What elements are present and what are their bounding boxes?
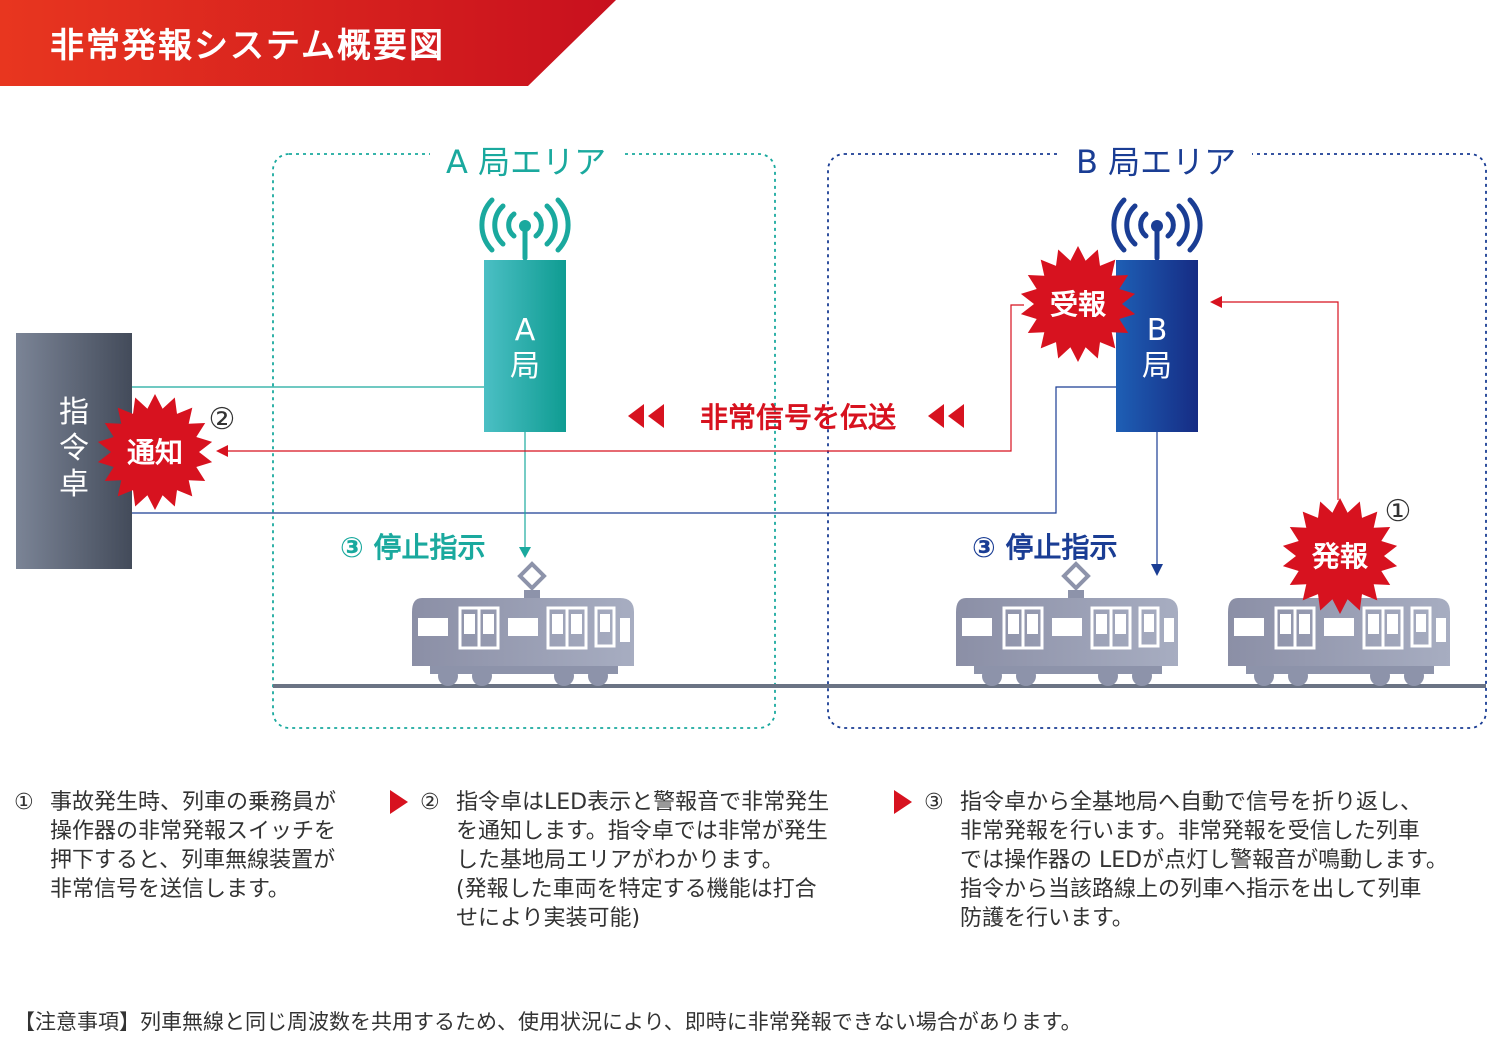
stop-instruction-b: ③ 停止指示	[972, 531, 1117, 564]
antenna-a-icon	[479, 197, 571, 261]
station-a-label-bottom: 局	[510, 349, 540, 384]
step-2-line-1: 指令卓はLED表示と警報音で非常発生	[456, 790, 830, 815]
step-3-line-3: では操作器の LEDが点灯し警報音が鳴動します。	[960, 848, 1448, 873]
step-3-line-1: 指令卓から全基地局へ自動で信号を折り返し、	[960, 790, 1423, 815]
station-b	[1116, 260, 1198, 432]
step-2-line-4: (発報した車両を特定する機能は打合	[456, 877, 817, 902]
step-1-line-3: 押下すると、列車無線装置が	[50, 848, 336, 873]
step-1-line-4: 非常信号を送信します。	[50, 877, 290, 902]
antenna-b-icon	[1111, 197, 1203, 261]
signal-arrows-left-icon	[628, 404, 664, 428]
dispatcher-label-1: 指	[59, 395, 89, 430]
train-a	[410, 562, 636, 688]
dispatcher-label-3: 卓	[59, 467, 89, 502]
burst-notify-icon	[97, 394, 213, 510]
page-title: 非常発報システム概要図	[50, 26, 445, 66]
caution-note: 【注意事項】列車無線と同じ周波数を共用するため、使用状況により、即時に非常発報で…	[14, 1010, 1082, 1034]
badge-alarm: 発報	[1311, 540, 1369, 573]
station-b-label-top: B	[1147, 313, 1168, 348]
step-3: ③ 指令卓から全基地局へ自動で信号を折り返し、 非常発報を行います。非常発報を受…	[924, 788, 1448, 933]
arrow-b-stop	[1151, 564, 1163, 576]
stop-instruction-a: ③ 停止指示	[340, 531, 485, 564]
step-1: ① 事故発生時、列車の乗務員が 操作器の非常発報スイッチを 押下すると、列車無線…	[14, 788, 336, 904]
arrow-to-dispatcher	[216, 445, 228, 457]
station-a-label-top: A	[515, 313, 536, 348]
step-2-line-2: を通知します。指令卓では非常が発生	[456, 819, 828, 844]
arrow-a-stop	[519, 547, 531, 558]
step-2-line-5: せにより実装可能)	[456, 906, 641, 931]
burst-receive-icon	[1020, 246, 1136, 362]
marker-one: ①	[1385, 494, 1412, 529]
signal-label: 非常信号を伝送	[700, 401, 896, 434]
area-a-box	[272, 153, 776, 729]
burst-alarm-icon	[1282, 498, 1398, 614]
train-b	[954, 562, 1180, 688]
step-arrow-2-icon	[894, 790, 912, 814]
step-1-line-1: 事故発生時、列車の乗務員が	[50, 790, 337, 815]
title-banner	[0, 0, 616, 86]
station-a	[484, 260, 566, 432]
step-arrow-1-icon	[390, 790, 408, 814]
area-a-label: A 局エリア	[430, 137, 623, 183]
line-train-to-b	[1220, 301, 1339, 500]
step-2-line-3: した基地局エリアがわかります。	[456, 848, 784, 873]
step-3-number: ③	[924, 790, 944, 815]
dispatcher-label-2: 令	[59, 431, 89, 466]
step-2: ② 指令卓はLED表示と警報音で非常発生 を通知します。指令卓では非常が発生 し…	[420, 788, 829, 933]
area-b-label: B 局エリア	[1060, 137, 1253, 183]
marker-two: ②	[209, 402, 236, 437]
station-b-label-bottom: 局	[1142, 349, 1172, 384]
step-3-line-4: 指令から当該路線上の列車へ指示を出して列車	[960, 877, 1422, 902]
arrow-to-b-station	[1210, 296, 1222, 308]
badge-receive: 受報	[1050, 288, 1107, 321]
step-3-line-5: 防護を行います。	[960, 906, 1134, 931]
signal-arrows-right-icon	[928, 404, 964, 428]
step-1-line-2: 操作器の非常発報スイッチを	[50, 819, 337, 844]
step-2-number: ②	[420, 790, 440, 815]
step-3-line-2: 非常発報を行います。非常発報を受信した列車	[960, 819, 1420, 844]
step-1-number: ①	[14, 790, 34, 815]
line-signal-to-dispatcher	[226, 304, 1024, 452]
line-dispatcher-to-b	[132, 386, 1116, 514]
badge-notify: 通知	[127, 436, 183, 469]
